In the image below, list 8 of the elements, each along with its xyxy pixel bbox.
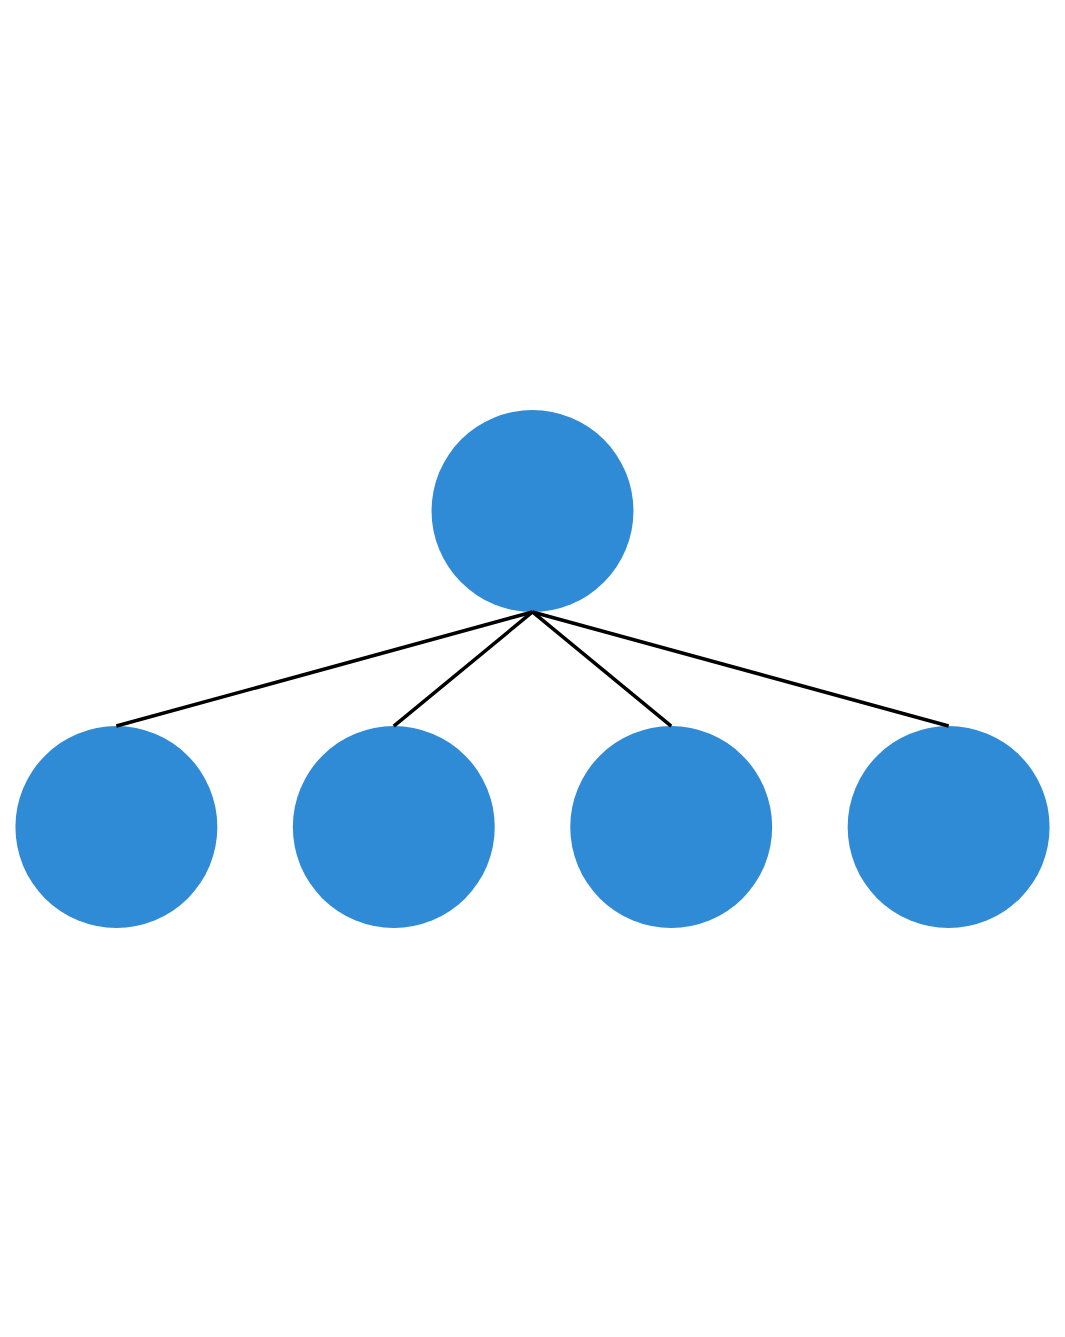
connector	[532, 609, 950, 728]
node-circle	[431, 409, 634, 612]
node-circle	[292, 725, 495, 928]
connector	[392, 610, 534, 727]
node-circle	[570, 725, 773, 928]
connector	[115, 609, 533, 728]
node-circle	[847, 725, 1050, 928]
node-circle	[15, 725, 218, 928]
